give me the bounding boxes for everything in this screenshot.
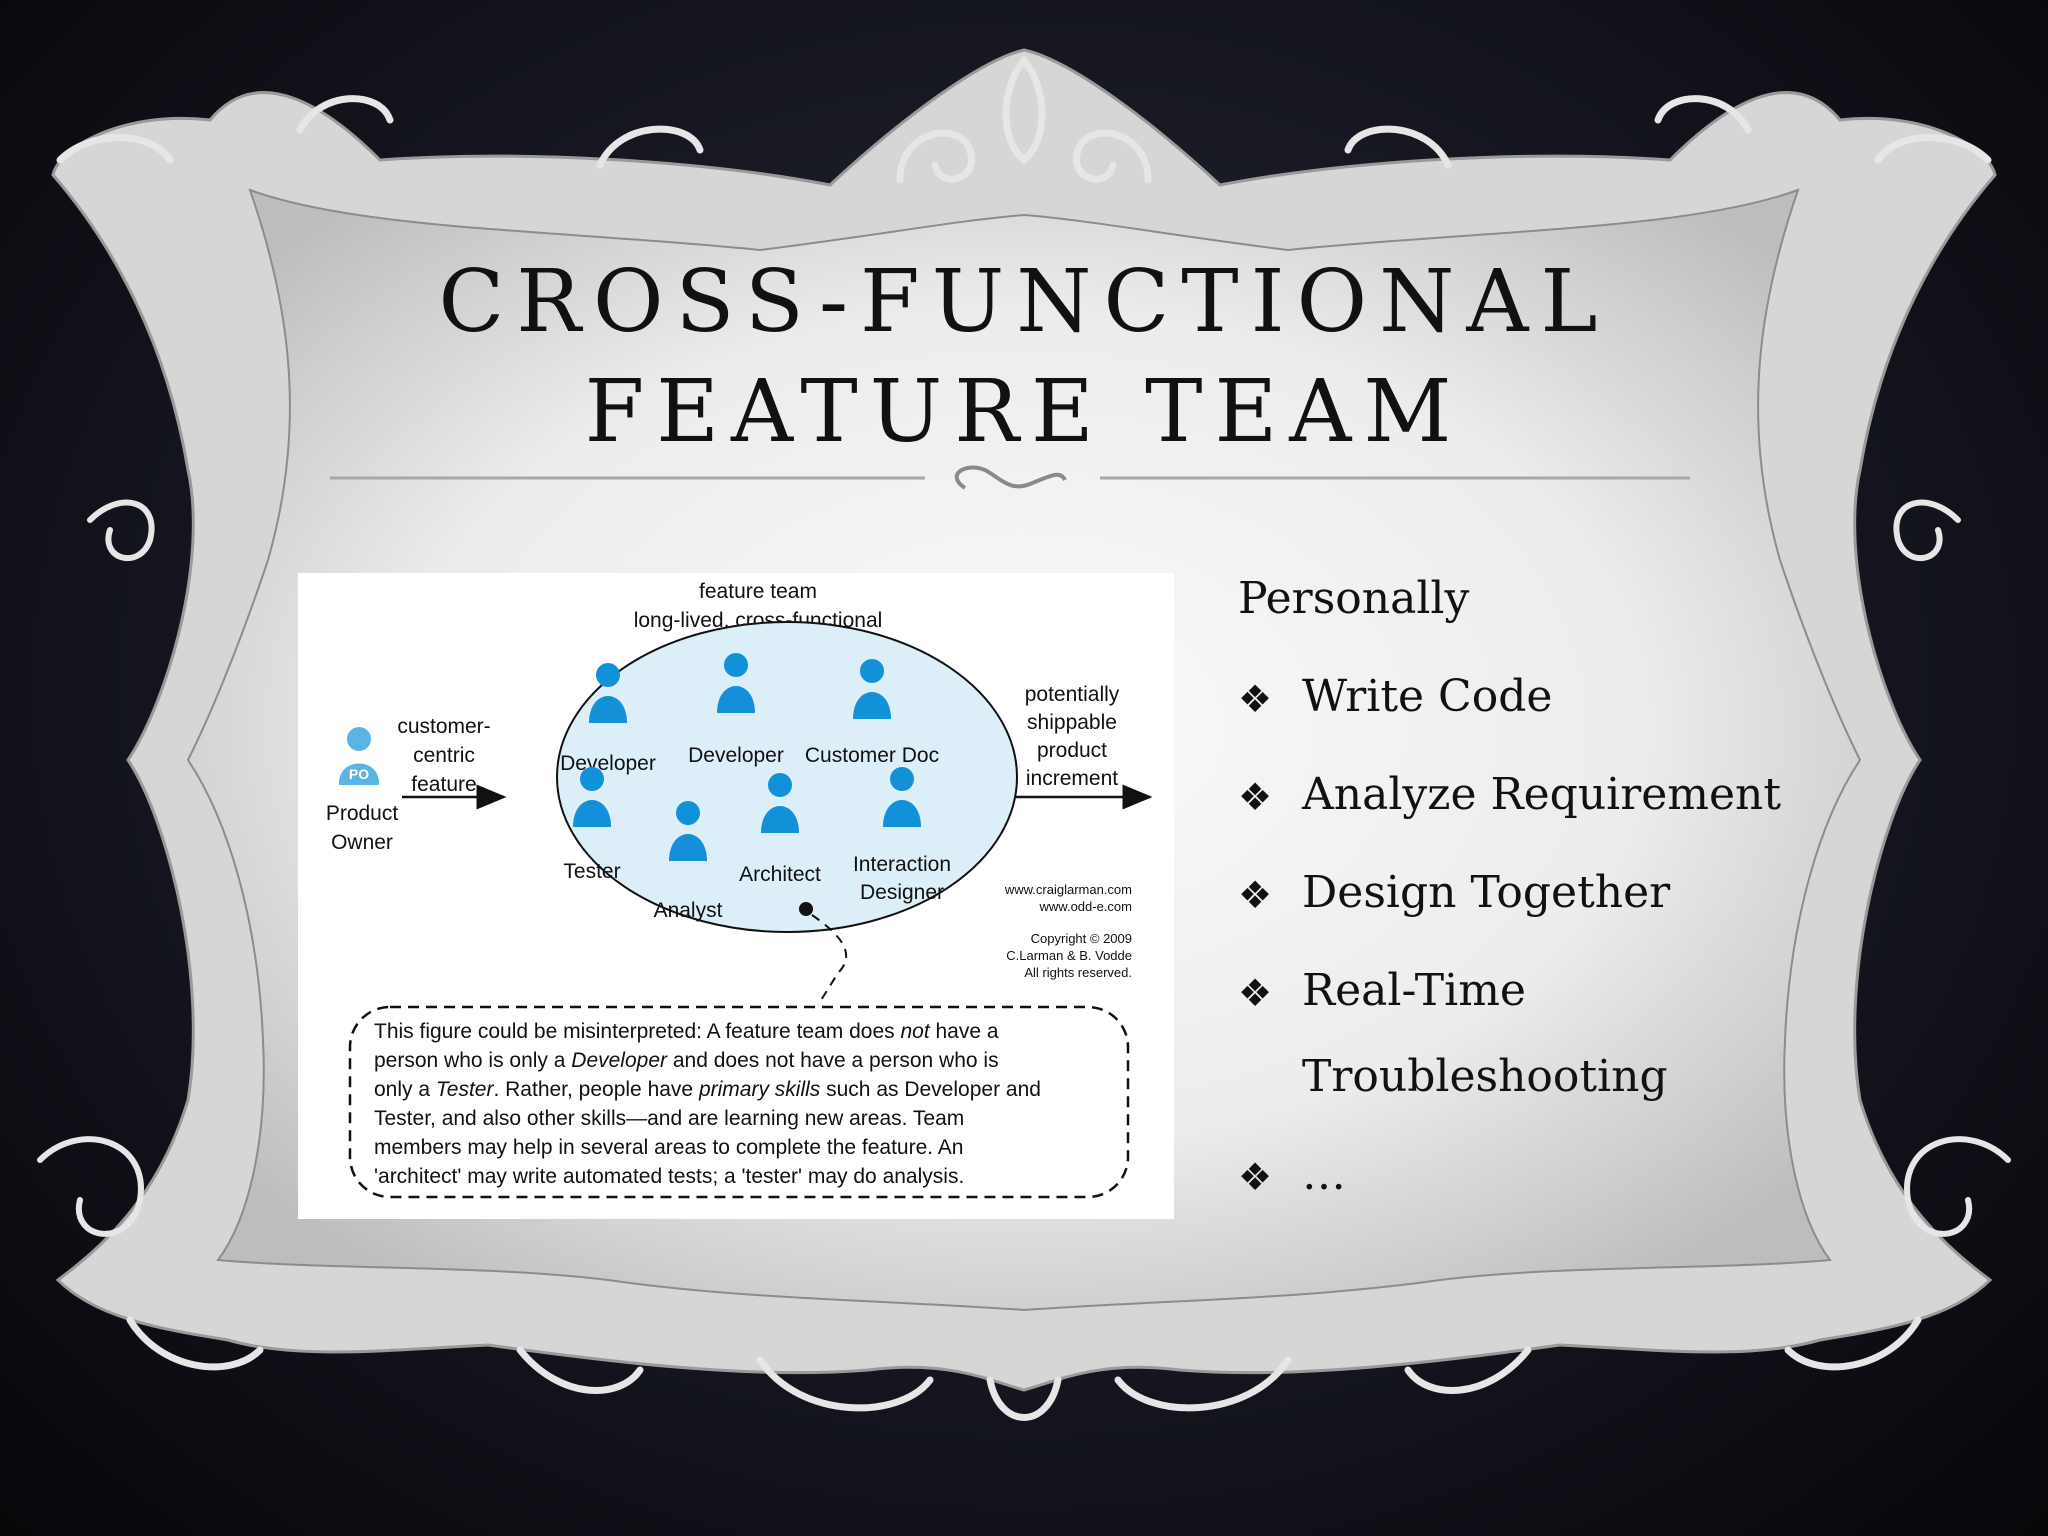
url-2: www.odd-e.com <box>1039 899 1132 914</box>
member-label-line2: Designer <box>860 881 944 904</box>
url-1: www.craiglarman.com <box>1004 882 1132 897</box>
bullets-heading: Personally <box>1238 573 1470 624</box>
team-members: Developer Developer Customer DocTesterAnal… <box>560 653 951 922</box>
side-flourish <box>37 499 2011 1237</box>
callout-dot <box>799 902 813 916</box>
diamond-bullet-icon: ❖ <box>1238 873 1273 917</box>
member-label: Analyst <box>654 899 723 922</box>
diamond-bullet-icon: ❖ <box>1238 971 1273 1015</box>
output-label-2: shippable <box>1027 711 1117 734</box>
diamond-bullet-icon: ❖ <box>1238 775 1273 819</box>
figure-header-1: feature team <box>699 580 817 603</box>
po-label-2: Owner <box>331 831 393 854</box>
note-box <box>348 1005 1130 1199</box>
input-label-2: centric <box>413 744 475 767</box>
member-label: Architect <box>739 863 821 886</box>
copyright-1: Copyright © 2009 <box>1031 931 1132 946</box>
member-label: Interaction <box>853 853 951 876</box>
output-label-1: potentially <box>1025 683 1120 706</box>
figure-svg: feature team long-lived, cross-functiona… <box>326 580 1153 1199</box>
bullet-text-continued: Troubleshooting <box>1302 1051 1668 1102</box>
note-line-5: members may help in several areas to com… <box>374 1136 963 1159</box>
person-icon <box>853 659 891 719</box>
diamond-bullet-icon: ❖ <box>1238 1155 1273 1199</box>
bullet-text: Write Code <box>1302 671 1553 722</box>
note-line-4: Tester, and also other skills—and are le… <box>374 1107 964 1130</box>
diamond-bullet-icon: ❖ <box>1238 677 1273 721</box>
copyright-3: All rights reserved. <box>1024 965 1132 980</box>
input-label-3: feature <box>411 773 476 796</box>
bottom-flourish <box>126 1316 1922 1421</box>
product-owner-icon: PO <box>339 727 379 785</box>
member-label: Developer <box>560 752 656 775</box>
po-label-1: Product <box>326 802 399 825</box>
member-label: Developer <box>688 744 784 767</box>
person-icon <box>717 653 755 713</box>
person-icon <box>883 767 921 827</box>
note-line-1: This figure could be misinterpreted: A f… <box>374 1020 999 1043</box>
note-line-6: 'architect' may write automated tests; a… <box>374 1165 964 1188</box>
note-line-3: only a Tester. Rather, people have prima… <box>374 1078 1041 1101</box>
title-divider <box>330 465 1690 490</box>
person-icon <box>669 801 707 861</box>
note-line-2: person who is only a Developer and does … <box>374 1049 999 1072</box>
output-label-4: increment <box>1026 767 1118 790</box>
person-icon <box>761 773 799 833</box>
bullet-text: Real-Time <box>1302 965 1526 1016</box>
bullet-text: Design Together <box>1302 867 1671 918</box>
person-icon <box>573 767 611 827</box>
title-line-2: FEATURE TEAM <box>584 362 1464 462</box>
output-label-3: product <box>1037 739 1107 762</box>
feature-team-figure: feature team long-lived, cross-functiona… <box>298 573 1174 1219</box>
bullet-text: … <box>1302 1149 1346 1200</box>
bullet-text: Analyze Requirement <box>1302 769 1782 820</box>
person-icon <box>589 663 627 723</box>
member-label: Tester <box>563 860 620 883</box>
title-line-1: CROSS-FUNCTIONAL <box>438 252 1610 352</box>
po-badge: PO <box>349 766 369 782</box>
member-label: Customer Doc <box>805 744 939 767</box>
top-flourish <box>56 56 1992 184</box>
copyright-2: C.Larman & B. Vodde <box>1006 948 1132 963</box>
input-label-1: customer- <box>397 715 490 738</box>
